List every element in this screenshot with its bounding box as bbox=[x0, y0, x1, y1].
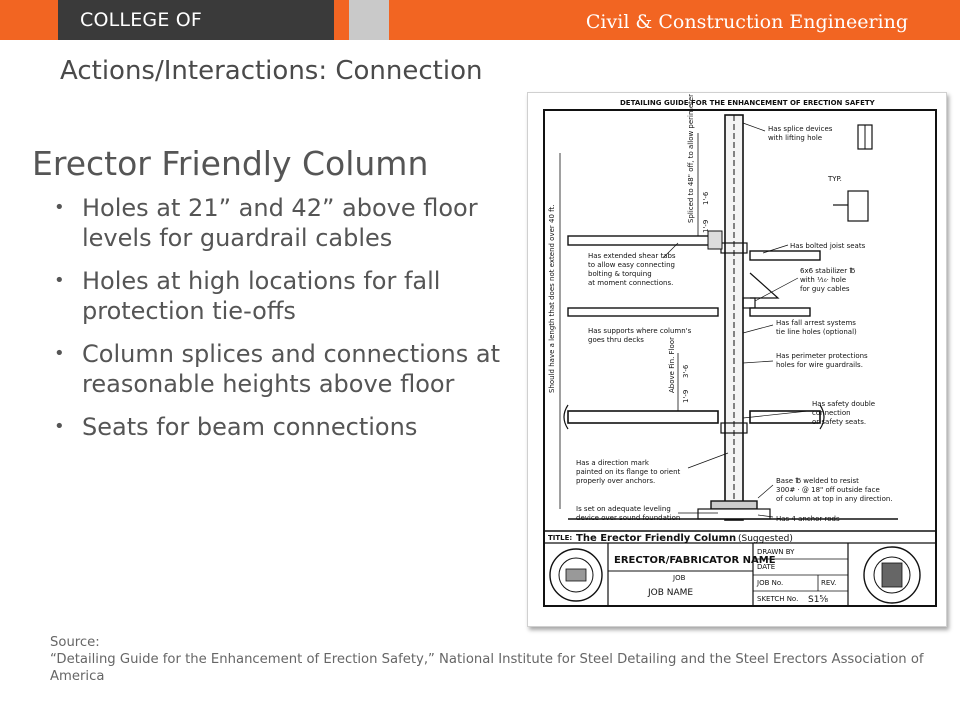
drawing-title: The Erector Friendly Column bbox=[576, 533, 736, 544]
note-perimeter: Has perimeter protections holes for wire… bbox=[776, 352, 870, 369]
leader-line bbox=[757, 484, 774, 499]
note-safety-double: Has safety double connection or safety s… bbox=[812, 400, 877, 426]
note-direction-mark: Has a direction mark painted on its flan… bbox=[576, 459, 683, 485]
sheet-border bbox=[543, 109, 937, 607]
title-block: TITLE: The Erector Friendly Column (Sugg… bbox=[544, 530, 936, 606]
leader-line bbox=[762, 244, 789, 254]
deck-beam-right bbox=[749, 307, 811, 317]
dim-label: 1'-6 bbox=[702, 191, 710, 205]
note-shear-tabs: Has extended shear tabs to allow easy co… bbox=[588, 252, 678, 287]
rev-label: REV. bbox=[821, 579, 836, 587]
note-joist-seats: Has bolted joist seats bbox=[790, 242, 866, 250]
leader-line bbox=[742, 360, 774, 364]
job-no-label: JOB No. bbox=[756, 579, 783, 587]
drawing-top-title: DETAILING GUIDE FOR THE ENHANCEMENT OF E… bbox=[620, 99, 876, 107]
fabricator-name: ERECTOR/FABRICATOR NAME bbox=[614, 555, 776, 566]
beam-right-upper bbox=[749, 250, 821, 261]
base-plate bbox=[710, 500, 758, 510]
beam-left-upper bbox=[567, 235, 719, 246]
splice-plate bbox=[720, 422, 748, 434]
vertical-splice-note: Spliced to 48" off, to allow perimeter p… bbox=[687, 93, 695, 223]
leader-line bbox=[742, 410, 809, 419]
slide-title: Actions/Interactions: Connection bbox=[60, 56, 483, 86]
note-base: Base ℔ welded to resist 300# · @ 18" off… bbox=[776, 477, 893, 503]
source-text: “Detailing Guide for the Enhancement of … bbox=[50, 652, 924, 684]
source-label: Source: bbox=[50, 635, 100, 650]
slide-heading: Erector Friendly Column bbox=[32, 144, 429, 183]
note-stabilizer: 6x6 stabilizer ℔ with ¹⁄₁₆· hole for guy… bbox=[800, 267, 857, 293]
sketch-number: S1⁵⁄₈ bbox=[808, 595, 829, 605]
floor-label: Above Fin. Floor bbox=[668, 337, 676, 393]
seal-right-icon bbox=[863, 546, 921, 604]
seal-left-icon bbox=[549, 548, 603, 602]
column-detail-drawing: DETAILING GUIDE FOR THE ENHANCEMENT OF E… bbox=[527, 92, 947, 627]
vertical-length-note: Should have a length that does not exten… bbox=[548, 205, 556, 393]
drawn-by-label: DRAWN BY bbox=[757, 548, 795, 556]
note-anchor-rods: Has 4 anchor rods bbox=[776, 515, 840, 523]
leader-line bbox=[757, 514, 774, 518]
bullet-list: Holes at 21” and 42” above floor levels … bbox=[50, 193, 540, 455]
typ-detail bbox=[847, 190, 869, 222]
note-splice: Has splice devices with lifting hole bbox=[768, 125, 835, 142]
beam-left-lower bbox=[567, 410, 719, 424]
leader-line bbox=[742, 324, 774, 334]
leader-line bbox=[742, 122, 766, 132]
drawing-svg: DETAILING GUIDE FOR THE ENHANCEMENT OF E… bbox=[543, 93, 937, 607]
beam-right-lower bbox=[749, 410, 821, 424]
source-citation: Source: “Detailing Guide for the Enhance… bbox=[50, 634, 940, 685]
note-typ: TYP. bbox=[827, 175, 842, 183]
dim-label: 1'-9 bbox=[682, 390, 690, 403]
bullet-item: Holes at high locations for fall protect… bbox=[50, 266, 540, 326]
header-bar: COLLEGE OF ENGINEERING Civil & Construct… bbox=[0, 0, 960, 71]
break-line bbox=[563, 404, 569, 430]
deck-beam bbox=[567, 307, 719, 317]
header-spacer-block bbox=[349, 0, 389, 40]
bullet-item: Seats for beam connections bbox=[50, 412, 540, 442]
leader-line bbox=[687, 452, 729, 469]
job-label: JOB bbox=[672, 574, 686, 582]
department-name: Civil & Construction Engineering bbox=[585, 11, 908, 33]
leader-line bbox=[662, 242, 679, 259]
dim-label: 3'-6 bbox=[682, 364, 690, 378]
title-label: TITLE: bbox=[548, 534, 572, 542]
job-name: JOB NAME bbox=[647, 588, 693, 598]
break-line bbox=[819, 404, 825, 430]
joist-seat bbox=[749, 272, 780, 299]
sketch-no-label: SKETCH No. bbox=[757, 595, 798, 603]
college-name: COLLEGE OF ENGINEERING bbox=[58, 0, 334, 71]
stabilizer-plate bbox=[742, 297, 756, 309]
bullet-item: Column splices and connections at reason… bbox=[50, 339, 540, 399]
shear-tab bbox=[707, 230, 723, 250]
leveling-device bbox=[697, 508, 771, 520]
bullet-item: Holes at 21” and 42” above floor levels … bbox=[50, 193, 540, 253]
note-fall-arrest: Has fall arrest systems tie line holes (… bbox=[776, 319, 858, 336]
date-label: DATE bbox=[757, 563, 775, 571]
note-supports: Has supports where column's goes thru de… bbox=[588, 327, 693, 344]
note-leveling: Is set on adequate leveling device over … bbox=[576, 505, 680, 522]
dim-label: 1'-9 bbox=[702, 220, 710, 233]
suggested-label: (Suggested) bbox=[738, 534, 793, 544]
leader-line bbox=[754, 277, 799, 302]
